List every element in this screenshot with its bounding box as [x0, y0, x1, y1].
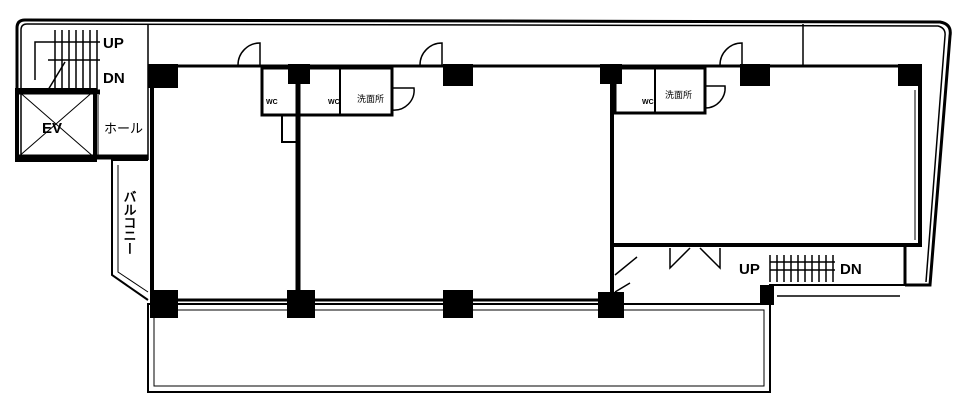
structural-columns: [148, 64, 922, 318]
washroom-label-2: 洗面所: [665, 89, 692, 101]
left-balcony-outline: [111, 159, 149, 301]
stair-right-dn-label: DN: [840, 261, 862, 278]
wc-label-3: WC: [642, 99, 654, 106]
washroom-label-1: 洗面所: [357, 93, 384, 105]
outer-outline: [15, 18, 952, 287]
hall-label: ホール: [104, 122, 143, 137]
balcony-label: バルコニー: [121, 190, 137, 255]
wc-label-1: WC: [266, 99, 278, 106]
stair-right-up-label: UP: [739, 261, 760, 278]
elevator-label: EV: [42, 120, 62, 137]
stair-left-dn-label: DN: [103, 70, 125, 87]
stair-left-up-label: UP: [103, 35, 124, 52]
wc-label-2: WC: [328, 99, 340, 106]
